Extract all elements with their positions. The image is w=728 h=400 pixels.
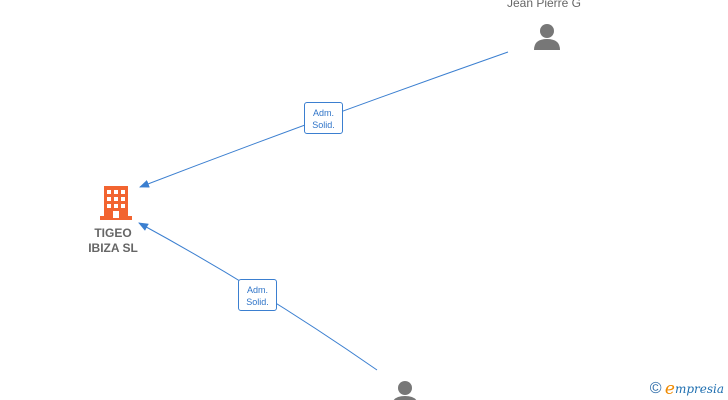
- company-name-line1: TIGEO: [94, 226, 132, 240]
- edge-role-badge: Adm. Solid.: [238, 279, 277, 311]
- company-name-label[interactable]: TIGEO IBIZA SL: [73, 226, 153, 256]
- person-icon[interactable]: [392, 381, 418, 400]
- copyright-icon: ©: [649, 380, 662, 397]
- brand-name: mpresia: [674, 382, 724, 396]
- edge-role-line2: Solid.: [312, 120, 335, 130]
- empresia-watermark[interactable]: © empresia: [650, 379, 724, 399]
- brand-initial: e: [664, 379, 675, 399]
- edge-role-line1: Adm.: [312, 108, 334, 118]
- edge-role-badge: Adm. Solid.: [304, 102, 343, 134]
- person-name-label[interactable]: Jean Pierre G: [506, 0, 582, 10]
- edge-role-line1: Adm.: [246, 285, 268, 295]
- building-icon[interactable]: [100, 186, 132, 220]
- edge-role-line2: Solid.: [246, 297, 269, 307]
- company-name-line2: IBIZA SL: [88, 241, 138, 255]
- person-icon[interactable]: [534, 24, 560, 50]
